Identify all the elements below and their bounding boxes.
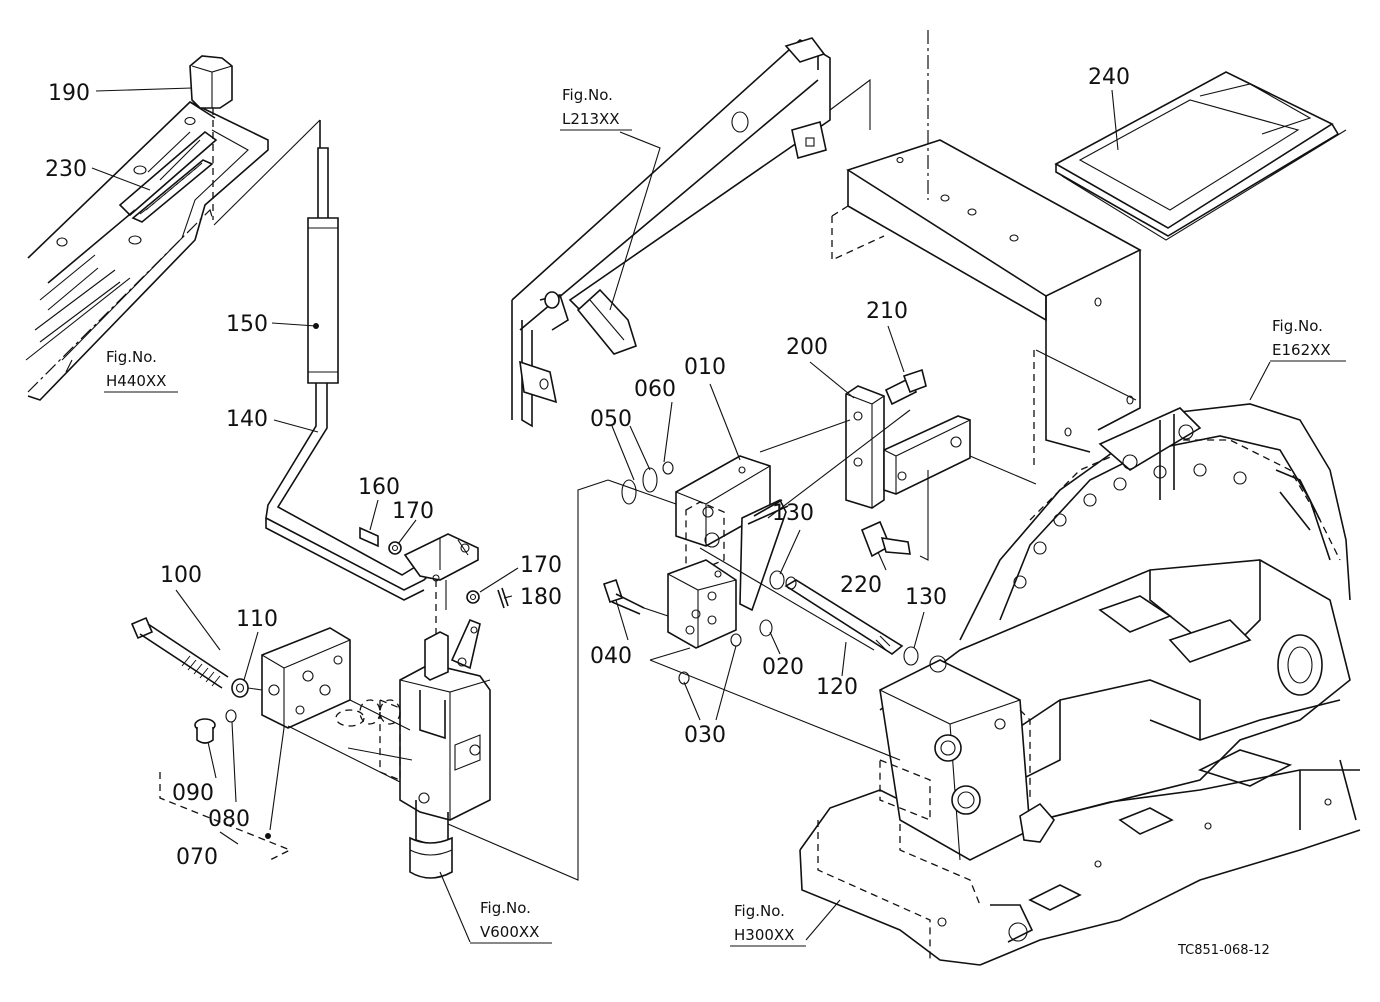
label-110: 110	[236, 607, 278, 632]
label-180: 180	[520, 585, 562, 610]
lever-knob-190	[189, 55, 233, 220]
kit-bracket-070	[159, 772, 292, 861]
operators-manual-240	[1054, 71, 1347, 241]
label-120: 120	[816, 675, 858, 700]
label-220: 220	[840, 573, 882, 598]
leader-lines	[65, 87, 1271, 943]
label-170-upper: 170	[392, 499, 434, 524]
orings-020-030	[678, 570, 919, 685]
fig-h300-code: H300XX	[734, 926, 794, 944]
fig-v600-code: V600XX	[480, 923, 539, 941]
label-240: 240	[1088, 65, 1130, 90]
transmission-housing	[799, 403, 1361, 966]
label-210: 210	[866, 299, 908, 324]
fig-e162-title: Fig.No.	[1272, 317, 1323, 335]
lever-bracket	[359, 526, 509, 650]
fig-h440-code: H440XX	[106, 372, 166, 390]
label-090: 090	[172, 781, 214, 806]
fig-h440-title: Fig.No.	[106, 348, 157, 366]
lever-guide-plate	[25, 101, 269, 401]
gate-plate-230	[131, 159, 214, 223]
orings-050-060	[621, 461, 674, 505]
label-010: 010	[684, 355, 726, 380]
label-150: 150	[226, 312, 268, 337]
fig-e162-code: E162XX	[1272, 341, 1331, 359]
figure-reference-v600[interactable]: Fig.No. V600XX	[470, 899, 552, 944]
pipe-120	[784, 576, 904, 655]
lever-rod-140	[213, 119, 441, 601]
figure-reference-e162[interactable]: Fig.No. E162XX	[1270, 317, 1346, 362]
plug-090	[194, 718, 216, 744]
adapter-block-010	[667, 455, 789, 649]
label-100: 100	[160, 563, 202, 588]
label-020: 020	[762, 655, 804, 680]
label-130-upper: 130	[772, 501, 814, 526]
label-200: 200	[786, 335, 828, 360]
box-bracket	[831, 139, 1142, 470]
fig-v600-title: Fig.No.	[480, 899, 531, 917]
projection-lines	[347, 349, 1137, 881]
frame-l213	[511, 37, 871, 428]
label-030: 030	[684, 723, 726, 748]
bolt-100	[130, 616, 229, 689]
drawing-code: TC851-068-12	[1177, 943, 1270, 958]
part-number-labels: 190 230 150 140 160 170 170 180 100 110 …	[45, 65, 1130, 870]
label-080: 080	[208, 807, 250, 832]
label-050: 050	[590, 407, 632, 432]
kit-dot	[265, 833, 271, 839]
fitting-220	[860, 520, 911, 558]
oring-080	[225, 709, 237, 723]
label-060: 060	[634, 377, 676, 402]
fig-h300-title: Fig.No.	[734, 902, 785, 920]
label-070: 070	[176, 845, 218, 870]
figure-reference-h300[interactable]: Fig.No. H300XX	[730, 902, 806, 947]
label-160: 160	[358, 475, 400, 500]
label-190: 190	[48, 81, 90, 106]
figure-reference-l213[interactable]: Fig.No. L213XX	[560, 86, 632, 131]
leader-dot-150	[313, 323, 319, 329]
fitting-210	[884, 368, 927, 406]
control-valve	[335, 618, 491, 879]
label-170-lower: 170	[520, 553, 562, 578]
label-130-lower: 130	[905, 585, 947, 610]
valve-cover-plate	[261, 627, 411, 783]
label-140: 140	[226, 407, 268, 432]
screw-040	[602, 578, 645, 615]
fig-l213-title: Fig.No.	[562, 86, 613, 104]
label-040: 040	[590, 644, 632, 669]
washer-110	[231, 678, 263, 698]
fig-l213-code: L213XX	[562, 110, 620, 128]
figure-reference-h440[interactable]: Fig.No. H440XX	[104, 348, 178, 393]
label-230: 230	[45, 157, 87, 182]
bracket-200	[845, 385, 971, 509]
